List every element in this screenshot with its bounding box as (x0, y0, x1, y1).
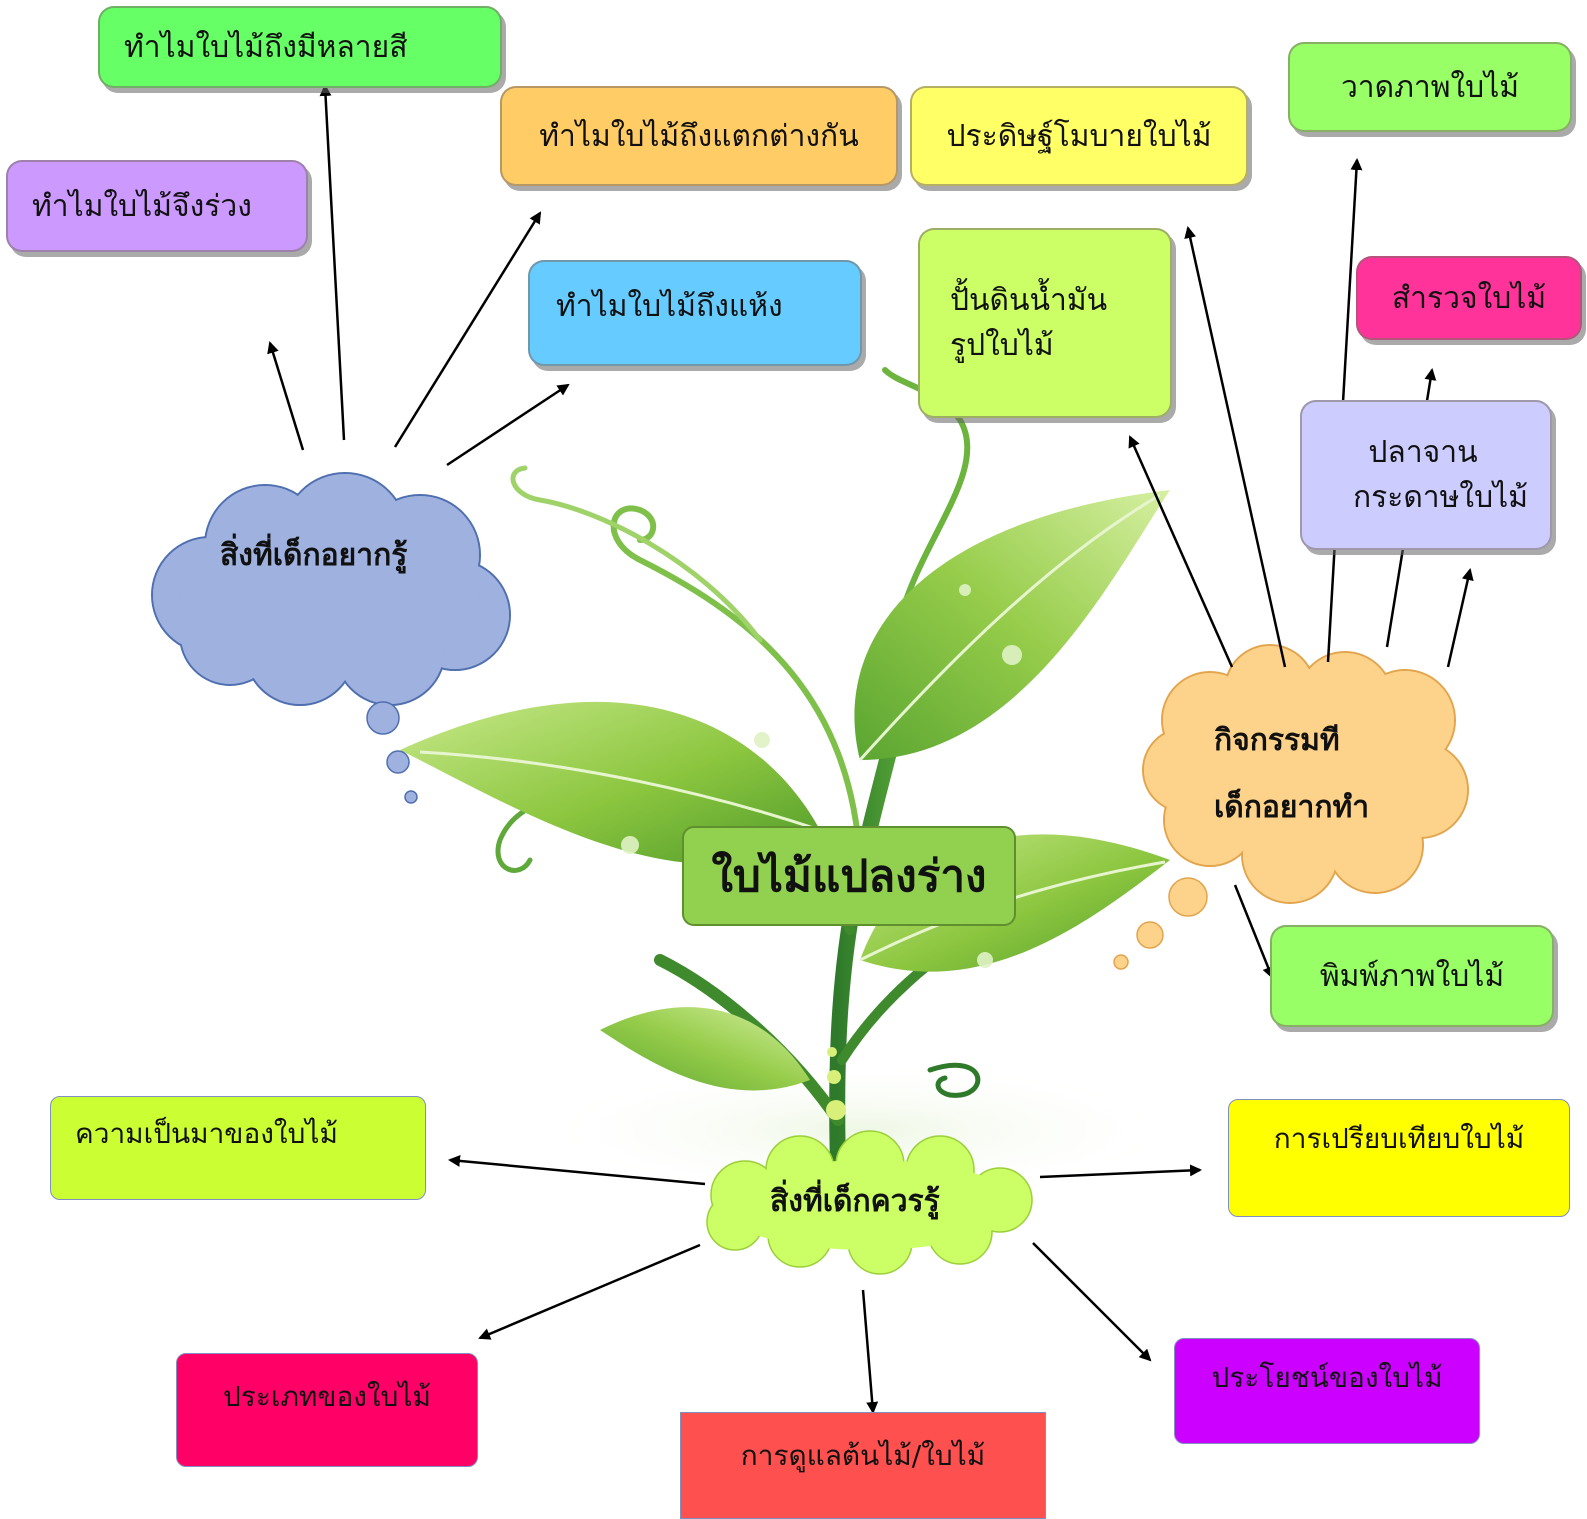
node-why-dry: ทำไมใบไม้ถึงแห้ง (528, 260, 862, 366)
arrow-to-why-different (393, 211, 542, 448)
plant-illustration (400, 367, 1190, 1200)
arrow-to-paper-plate (1446, 568, 1474, 668)
node-leaf-mobile-label: ประดิษฐ์โมบายใบไม้ (946, 118, 1212, 154)
cloud-activities-label-line1: กิจกรรมที (1214, 723, 1340, 758)
node-paper-plate-line1: ปลาจาน (1368, 435, 1478, 470)
node-survey-leaf-label: สำรวจใบไม้ (1391, 280, 1547, 316)
node-why-dry-label: ทำไมใบไม้ถึงแห้ง (556, 289, 783, 324)
node-draw-leaf: วาดภาพใบไม้ (1288, 42, 1572, 132)
arrow-to-types (478, 1243, 701, 1340)
node-leaf-benefits: ประโยชน์ของใบไม้ (1174, 1338, 1480, 1444)
arrow-to-why-dry (446, 383, 570, 467)
node-draw-leaf-label: วาดภาพใบไม้ (1340, 69, 1520, 105)
node-clay-leaf: ปั้นดินน้ำมัน รูปใบไม้ (918, 228, 1172, 418)
node-leaf-compare: การเปรียบเทียบใบไม้ (1228, 1099, 1570, 1217)
node-paper-plate-line2: กระดาษใบไม้ (1352, 480, 1528, 515)
central-topic: ใบไม้แปลงร่าง (682, 826, 1016, 926)
node-leaf-benefits-label: ประโยชน์ของใบไม้ (1211, 1361, 1443, 1394)
node-leaf-history-label: ความเป็นมาของใบไม้ (75, 1117, 338, 1150)
node-leaf-compare-label: การเปรียบเทียบใบไม้ (1273, 1122, 1525, 1155)
node-leaf-care-label: การดูแลต้นไม้/ใบไม้ (740, 1439, 986, 1472)
arrow-to-why-many-colors (319, 84, 346, 441)
cloud-activities (1113, 644, 1469, 970)
arrow-to-mobile (1184, 226, 1287, 668)
node-why-many-colors-label: ทำไมใบไม้ถึงมีหลายสี (124, 29, 408, 65)
node-why-different: ทำไมใบไม้ถึงแตกต่างกัน (500, 86, 898, 186)
arrow-to-care (861, 1289, 879, 1414)
arrow-to-history (448, 1154, 706, 1186)
cloud-want-to-know (151, 472, 511, 804)
node-leaf-history: ความเป็นมาของใบไม้ (50, 1096, 426, 1200)
arrow-to-print (1233, 884, 1274, 979)
node-why-different-label: ทำไมใบไม้ถึงแตกต่างกัน (539, 118, 859, 154)
node-leaf-types-label: ประเภทของใบไม้ (223, 1380, 431, 1413)
arrow-to-why-fall (267, 341, 305, 451)
node-clay-leaf-line2: รูปใบไม้ (950, 328, 1054, 363)
cloud-should-know-label: สิ่งที่เด็กควรรู้ (770, 1184, 940, 1219)
node-leaf-mobile: ประดิษฐ์โมบายใบไม้ (910, 86, 1248, 186)
node-print-leaf-label: พิมพ์ภาพใบไม้ (1319, 958, 1505, 994)
cloud-want-to-know-label: สิ่งที่เด็กอยากรู้ (220, 538, 408, 573)
node-leaf-care: การดูแลต้นไม้/ใบไม้ (680, 1412, 1046, 1519)
node-why-fall-label: ทำไมใบไม้จึงร่วง (32, 188, 252, 224)
central-topic-label: ใบไม้แปลงร่าง (711, 851, 987, 902)
cloud-activities-label-line2: เด็กอยากทำ (1214, 790, 1370, 825)
node-leaf-types: ประเภทของใบไม้ (176, 1353, 478, 1467)
node-print-leaf: พิมพ์ภาพใบไม้ (1270, 925, 1554, 1027)
node-why-many-colors: ทำไมใบไม้ถึงมีหลายสี (98, 6, 502, 88)
node-why-fall: ทำไมใบไม้จึงร่วง (6, 160, 308, 252)
node-survey-leaf: สำรวจใบไม้ (1356, 256, 1582, 340)
cloud-should-know (706, 1130, 1033, 1275)
node-clay-leaf-line1: ปั้นดินน้ำมัน (950, 283, 1108, 318)
arrow-to-clay (1128, 435, 1234, 668)
arrow-to-benefits (1032, 1242, 1152, 1362)
node-paper-plate-leaf: ปลาจาน กระดาษใบไม้ (1300, 400, 1552, 550)
arrow-to-compare (1039, 1164, 1202, 1179)
